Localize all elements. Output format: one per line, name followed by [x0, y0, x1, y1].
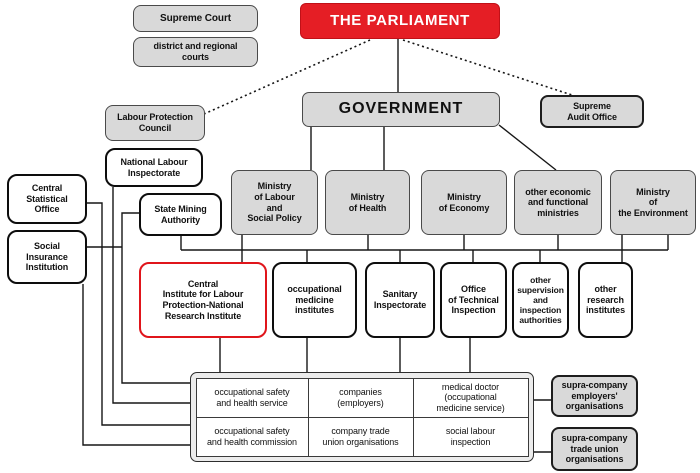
- node-supreme-audit-office: Supreme Audit Office: [540, 95, 644, 128]
- node-sanitary-inspectorate: Sanitary Inspectorate: [365, 262, 435, 338]
- node-ministry-of-labour-and-social-policy: Ministry of Labour and Social Policy: [231, 170, 318, 235]
- node-supreme-court: Supreme Court: [133, 5, 258, 32]
- cell-social-labour-inspection: social labour inspection: [412, 416, 529, 457]
- node-other-economic-functional-ministries: other economic and functional ministries: [514, 170, 602, 235]
- node-ministry-of-the-environment: Ministry of the Environment: [610, 170, 696, 235]
- node-supra-company-trade-union-organisations: supra-company trade union organisations: [551, 427, 638, 471]
- node-social-insurance-institution: Social Insurance Institution: [7, 230, 87, 284]
- node-other-supervision-inspection-authorities: other supervision and inspection authori…: [512, 262, 569, 338]
- node-parliament: THE PARLIAMENT: [300, 3, 500, 39]
- node-ministry-of-health: Ministry of Health: [325, 170, 410, 235]
- node-national-labour-inspectorate: National Labour Inspectorate: [105, 148, 203, 187]
- node-central-institute-labour-protection: Central Institute for Labour Protection-…: [139, 262, 267, 338]
- node-office-of-technical-inspection: Office of Technical Inspection: [440, 262, 507, 338]
- node-occupational-medicine-institutes: occupational medicine institutes: [272, 262, 357, 338]
- node-supra-company-employers-organisations: supra-company employers' organisations: [551, 375, 638, 417]
- cell-occupational-safety-health-service: occupational safety and health service: [195, 377, 309, 418]
- cell-companies-employers: companies (employers): [307, 377, 414, 418]
- node-central-statistical-office: Central Statistical Office: [7, 174, 87, 224]
- company-level-table: occupational safety and health service c…: [190, 372, 534, 462]
- node-ministry-of-economy: Ministry of Economy: [421, 170, 507, 235]
- cell-occupational-safety-health-commission: occupational safety and health commissio…: [195, 416, 309, 457]
- node-other-research-institutes: other research institutes: [578, 262, 633, 338]
- cell-medical-doctor: medical doctor (occupational medicine se…: [412, 377, 529, 418]
- node-state-mining-authority: State Mining Authority: [139, 193, 222, 236]
- node-district-regional-courts: district and regional courts: [133, 37, 258, 67]
- node-labour-protection-council: Labour Protection Council: [105, 105, 205, 141]
- cell-company-trade-union-organisations: company trade union organisations: [307, 416, 414, 457]
- node-government: GOVERNMENT: [302, 92, 500, 127]
